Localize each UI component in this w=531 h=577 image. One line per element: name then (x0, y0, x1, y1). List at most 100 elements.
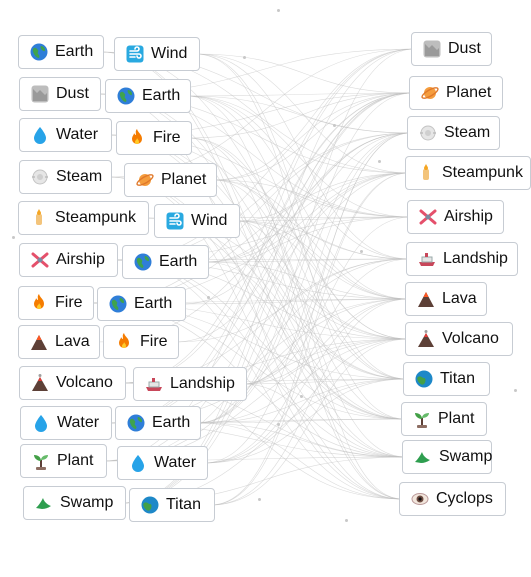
ingredient-chip-planet[interactable]: Planet (124, 163, 217, 197)
connection-line (121, 132, 412, 504)
result-chip-landship[interactable]: Landship (406, 242, 518, 276)
planet-icon (135, 170, 155, 190)
ingredient-chip-landship[interactable]: Landship (133, 367, 247, 401)
volcano-icon (30, 373, 50, 393)
result-chip-cyclops[interactable]: Cyclops (399, 482, 506, 516)
element-label: Water (57, 414, 100, 431)
ingredient-chip-water[interactable]: Water (19, 118, 112, 152)
result-chip-lava[interactable]: Lava (405, 282, 487, 316)
background-dot (345, 519, 348, 522)
element-label: Planet (161, 171, 207, 188)
wind-icon (125, 44, 145, 64)
connection-line (195, 53, 410, 174)
airship-icon (418, 207, 438, 227)
background-dot (258, 498, 261, 501)
connection-line (196, 132, 412, 424)
result-chip-dust[interactable]: Dust (411, 32, 492, 66)
connection-line (99, 51, 407, 458)
ingredient-chip-titan[interactable]: Titan (129, 488, 215, 522)
result-chip-airship[interactable]: Airship (407, 200, 504, 234)
ingredient-chip-swamp[interactable]: Swamp (23, 486, 126, 520)
wind-icon (165, 211, 185, 231)
connection-line (235, 216, 412, 222)
swamp-icon (413, 447, 433, 467)
connection-line (212, 179, 412, 218)
connection-line (121, 92, 414, 504)
swamp-icon (34, 493, 54, 513)
background-dot (300, 395, 303, 398)
connection-line (203, 132, 412, 464)
element-label: Earth (55, 43, 94, 60)
background-dot (514, 389, 517, 392)
planet-icon (420, 83, 440, 103)
ingredient-chip-steam[interactable]: Steam (19, 160, 112, 194)
connection-line (203, 258, 411, 464)
element-label: Landship (170, 375, 235, 392)
ingredient-chip-lava[interactable]: Lava (18, 325, 100, 359)
element-label: Landship (443, 250, 508, 267)
ingredient-chip-fire[interactable]: Fire (103, 325, 179, 359)
connection-line (203, 338, 410, 464)
steampunk-icon (416, 163, 436, 183)
element-label: Dust (56, 85, 89, 102)
ingredient-chip-earth[interactable]: Earth (18, 35, 104, 69)
ingredient-chip-fire[interactable]: Fire (18, 286, 94, 320)
connection-line (204, 261, 410, 300)
background-dot (378, 160, 381, 163)
connection-line (187, 137, 404, 500)
connection-line (174, 92, 414, 343)
element-label: Steampunk (55, 209, 136, 226)
ingredient-chip-fire[interactable]: Fire (116, 121, 192, 155)
element-label: Swamp (60, 494, 114, 511)
element-label: Airship (444, 208, 493, 225)
result-chip-steam[interactable]: Steam (407, 116, 500, 150)
element-label: Water (56, 126, 99, 143)
element-label: Volcano (56, 374, 113, 391)
earth-icon (29, 42, 49, 62)
connection-line (210, 132, 412, 506)
ingredient-chip-wind[interactable]: Wind (114, 37, 200, 71)
ingredient-chip-earth[interactable]: Earth (105, 79, 191, 113)
ingredient-chip-volcano[interactable]: Volcano (19, 366, 126, 400)
ingredient-chip-earth[interactable]: Earth (122, 245, 209, 279)
ingredient-chip-earth[interactable]: Earth (115, 406, 201, 440)
ingredient-chip-plant[interactable]: Plant (20, 444, 107, 478)
result-chip-titan[interactable]: Titan (403, 362, 490, 396)
earth-icon (126, 413, 146, 433)
ingredient-chip-water[interactable]: Water (117, 446, 208, 480)
connection-line (196, 422, 404, 500)
connection-line (195, 53, 408, 380)
ingredient-chip-water[interactable]: Water (20, 406, 112, 440)
ingredient-chip-steampunk[interactable]: Steampunk (18, 201, 149, 235)
connection-line (187, 137, 408, 380)
element-label: Swamp (439, 448, 493, 465)
background-dot (243, 56, 246, 59)
steampunk-icon (29, 208, 49, 228)
ingredient-chip-wind[interactable]: Wind (154, 204, 240, 238)
ingredient-chip-dust[interactable]: Dust (19, 77, 101, 111)
result-chip-steampunk[interactable]: Steampunk (405, 156, 531, 190)
background-dot (333, 124, 336, 127)
connection-line (181, 92, 414, 305)
landship-icon (417, 249, 437, 269)
element-label: Steampunk (442, 164, 523, 181)
element-label: Wind (191, 212, 228, 229)
ingredient-chip-earth[interactable]: Earth (97, 287, 186, 321)
result-chip-swamp[interactable]: Swamp (402, 440, 492, 474)
element-label: Dust (448, 40, 481, 57)
element-label: Water (154, 454, 197, 471)
connection-line (187, 92, 414, 139)
water-icon (128, 453, 148, 473)
result-chip-plant[interactable]: Plant (401, 402, 487, 436)
result-chip-volcano[interactable]: Volcano (405, 322, 513, 356)
connection-line (187, 137, 406, 420)
element-label: Earth (152, 414, 191, 431)
ingredient-chip-airship[interactable]: Airship (19, 243, 118, 277)
connection-line (196, 48, 416, 424)
background-dot (277, 9, 280, 12)
result-chip-planet[interactable]: Planet (409, 76, 503, 110)
water-icon (31, 413, 51, 433)
element-label: Steam (56, 168, 103, 185)
landship-icon (144, 374, 164, 394)
connection-line (203, 378, 408, 464)
